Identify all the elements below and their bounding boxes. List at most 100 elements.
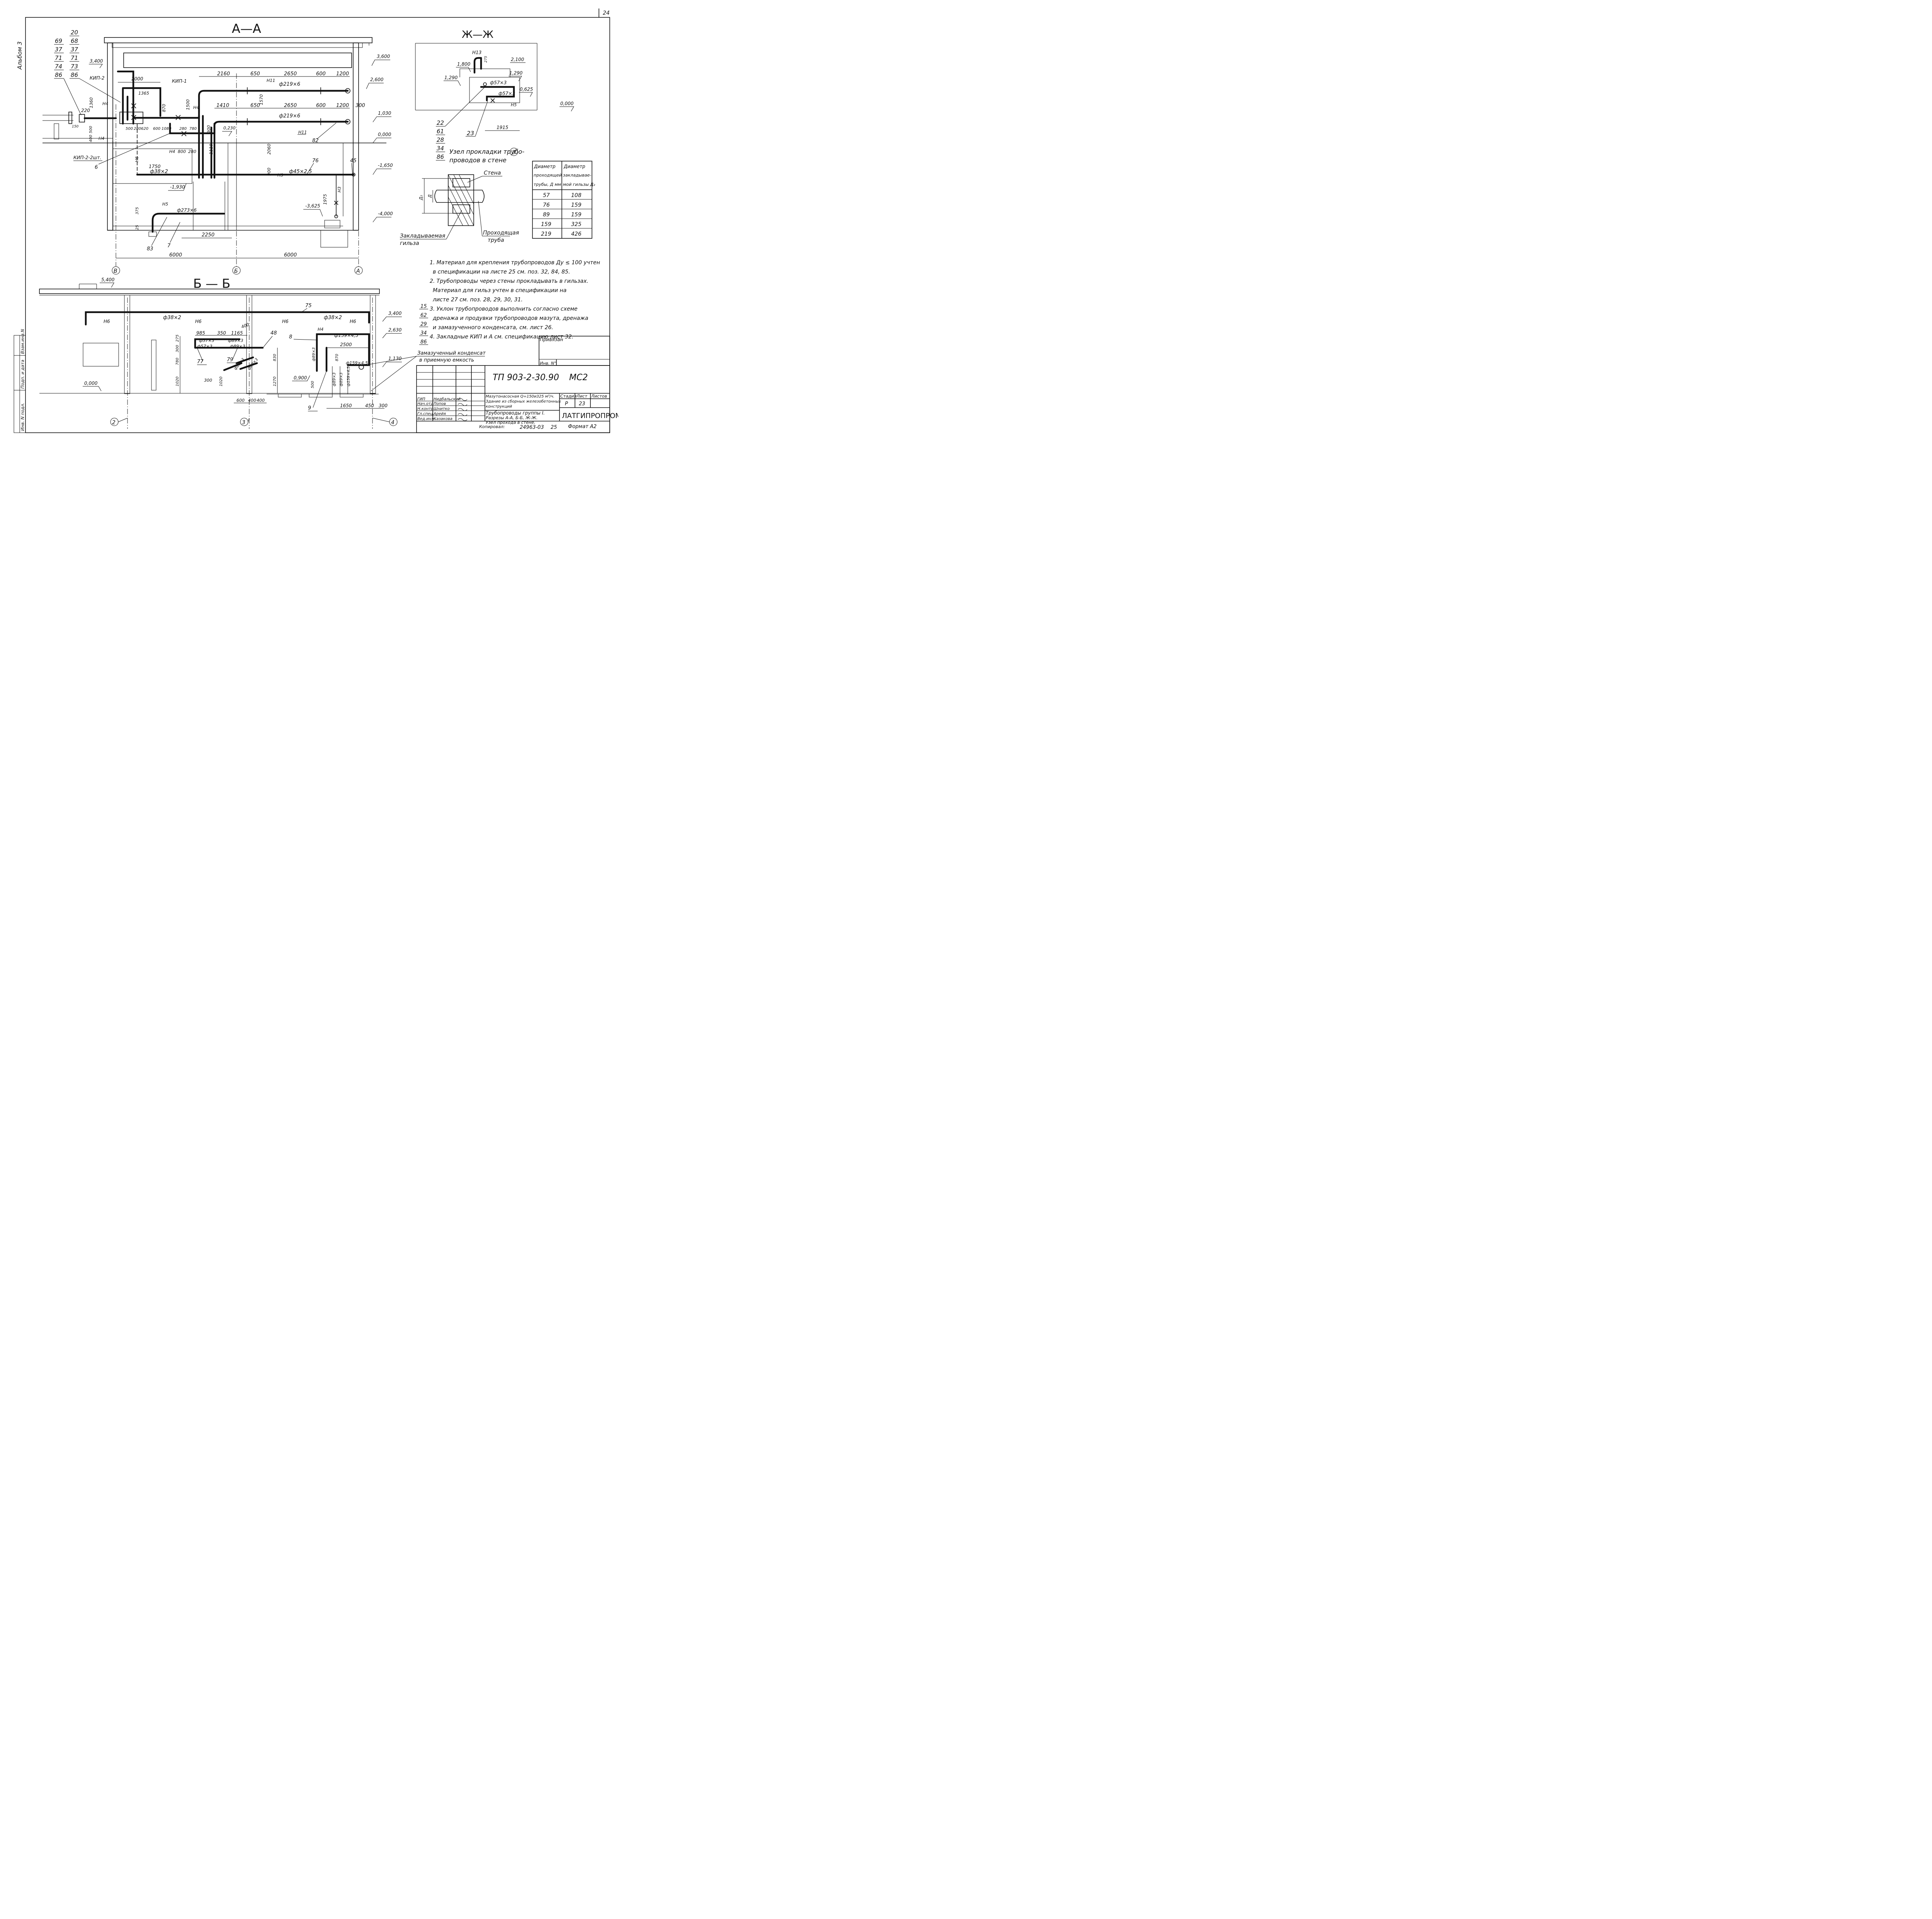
- svg-text:2: 2: [112, 420, 116, 426]
- table-header-2: Диаметр: [563, 164, 585, 169]
- svg-text:22: 22: [437, 119, 444, 126]
- svg-text:275: 275: [175, 335, 180, 342]
- sheet-frame: [25, 17, 610, 433]
- svg-text:мой гильзы Д₂: мой гильзы Д₂: [563, 182, 595, 187]
- svg-text:400: 400: [248, 398, 256, 403]
- svg-text:1,130: 1,130: [388, 356, 402, 361]
- svg-text:Инв. N подл.: Инв. N подл.: [20, 403, 25, 431]
- svg-text:79: 79: [227, 357, 233, 363]
- svg-text:300: 300: [175, 345, 180, 352]
- svg-text:Казакова: Казакова: [434, 417, 452, 421]
- table-cell: 426: [571, 231, 582, 237]
- svg-text:Взам.инв.N: Взам.инв.N: [20, 329, 25, 354]
- svg-text:1,030: 1,030: [378, 110, 391, 116]
- callout-left: 69 37 71 74 86: [54, 37, 82, 116]
- svg-text:1975: 1975: [323, 194, 328, 205]
- svg-text:1020: 1020: [219, 377, 223, 386]
- table-cell: 76: [543, 202, 550, 208]
- svg-text:Н3: Н3: [277, 173, 283, 178]
- svg-text:4: 4: [391, 420, 395, 426]
- svg-text:Проходящая: Проходящая: [483, 230, 519, 236]
- svg-text:Н4: Н4: [99, 136, 104, 141]
- svg-text:1110: 1110: [209, 144, 214, 155]
- svg-text:0,000: 0,000: [560, 101, 574, 106]
- drawing-mark: МС2: [569, 373, 588, 382]
- svg-text:ф57×3: ф57×3: [199, 338, 214, 343]
- svg-text:500: 500: [89, 126, 93, 133]
- svg-text:1360: 1360: [89, 97, 94, 108]
- svg-text:ф89×3: ф89×3: [228, 338, 243, 343]
- svg-text:5,400: 5,400: [101, 277, 115, 282]
- section-aa-title: А—А: [232, 21, 261, 36]
- svg-text:650: 650: [250, 71, 260, 77]
- svg-text:280: 280: [188, 149, 196, 154]
- svg-text:86: 86: [437, 153, 444, 160]
- svg-text:1020: 1020: [175, 377, 180, 386]
- table-cell: 219: [541, 231, 551, 237]
- svg-text:Н.контр.: Н.контр.: [417, 407, 435, 411]
- svg-text:Н6: Н6: [104, 319, 110, 324]
- wall-node-detail: Д₂ Д Стена Закладываемая гильза Проходящ…: [400, 170, 519, 246]
- title-block: Привязан Инв. N° ТП 903-2-30.90 МС2 Мазу…: [416, 336, 618, 433]
- svg-text:Н11: Н11: [267, 78, 275, 83]
- svg-text:Замазученный конденсат: Замазученный конденсат: [417, 350, 486, 356]
- svg-text:Попов: Попов: [434, 402, 446, 406]
- svg-text:-1,930: -1,930: [170, 184, 185, 190]
- svg-text:77: 77: [197, 359, 204, 365]
- svg-text:600: 600: [153, 127, 160, 131]
- svg-text:400: 400: [241, 322, 250, 329]
- svg-text:28: 28: [437, 136, 444, 143]
- svg-text:Инв. N°: Инв. N°: [540, 361, 556, 366]
- svg-text:350: 350: [217, 330, 226, 336]
- svg-text:Н6: Н6: [282, 319, 289, 324]
- svg-text:ф89×3: ф89×3: [233, 357, 246, 371]
- svg-text:25: 25: [551, 425, 557, 430]
- svg-text:Копировал:: Копировал:: [479, 424, 505, 429]
- svg-text:-1,650: -1,650: [378, 163, 393, 168]
- svg-text:20: 20: [71, 29, 78, 36]
- table-cell: 108: [571, 192, 582, 199]
- svg-text:ф159×4,5: ф159×4,5: [334, 333, 358, 338]
- svg-text:ф159×4,5: ф159×4,5: [346, 360, 368, 365]
- svg-text:25: 25: [135, 225, 139, 230]
- svg-text:труба: труба: [488, 237, 504, 243]
- svg-text:500: 500: [126, 127, 133, 131]
- svg-text:ф57×3: ф57×3: [197, 344, 213, 349]
- svg-text:Н6: Н6: [134, 156, 139, 162]
- svg-text:74: 74: [55, 63, 62, 70]
- svg-text:ф273×6: ф273×6: [177, 207, 197, 213]
- svg-text:и замазученного конденсата, см: и замазученного конденсата, см. лист 26.: [433, 325, 553, 331]
- svg-text:34: 34: [420, 330, 427, 336]
- svg-text:ф38×2: ф38×2: [163, 315, 181, 321]
- section-aa: А—А В Б А 6000 6000: [43, 21, 393, 275]
- svg-text:900: 900: [267, 168, 272, 176]
- svg-text:86: 86: [55, 71, 62, 78]
- svg-text:Н4: Н4: [193, 105, 199, 110]
- svg-text:-4,000: -4,000: [378, 211, 393, 216]
- svg-text:Н5: Н5: [162, 202, 168, 207]
- svg-text:ф89×3: ф89×3: [230, 344, 245, 349]
- svg-text:2160: 2160: [217, 71, 230, 77]
- svg-text:73: 73: [71, 63, 78, 70]
- svg-text:620: 620: [141, 127, 148, 131]
- svg-text:61: 61: [437, 128, 444, 135]
- svg-text:Нидбальский: Нидбальский: [434, 397, 461, 401]
- svg-text:в спецификации на листе 25: в спецификации на листе 25 см. поз. 32, …: [433, 269, 570, 275]
- svg-text:86: 86: [420, 339, 427, 345]
- svg-text:1915: 1915: [497, 125, 509, 130]
- svg-text:0,000: 0,000: [378, 132, 391, 137]
- svg-text:1165: 1165: [231, 330, 243, 336]
- svg-text:3,400: 3,400: [90, 58, 103, 64]
- svg-text:45: 45: [350, 158, 357, 164]
- svg-text:трубы, Д мм: трубы, Д мм: [534, 182, 561, 187]
- svg-text:1,290: 1,290: [509, 70, 523, 76]
- svg-text:71: 71: [55, 54, 62, 61]
- svg-text:280: 280: [179, 127, 187, 131]
- svg-text:830: 830: [273, 354, 277, 361]
- svg-text:1080: 1080: [162, 127, 171, 131]
- svg-text:Б: Б: [234, 268, 238, 274]
- svg-text:800: 800: [178, 149, 186, 154]
- svg-text:2,100: 2,100: [511, 57, 524, 62]
- svg-text:0,900: 0,900: [294, 375, 307, 381]
- svg-text:2650: 2650: [284, 103, 297, 109]
